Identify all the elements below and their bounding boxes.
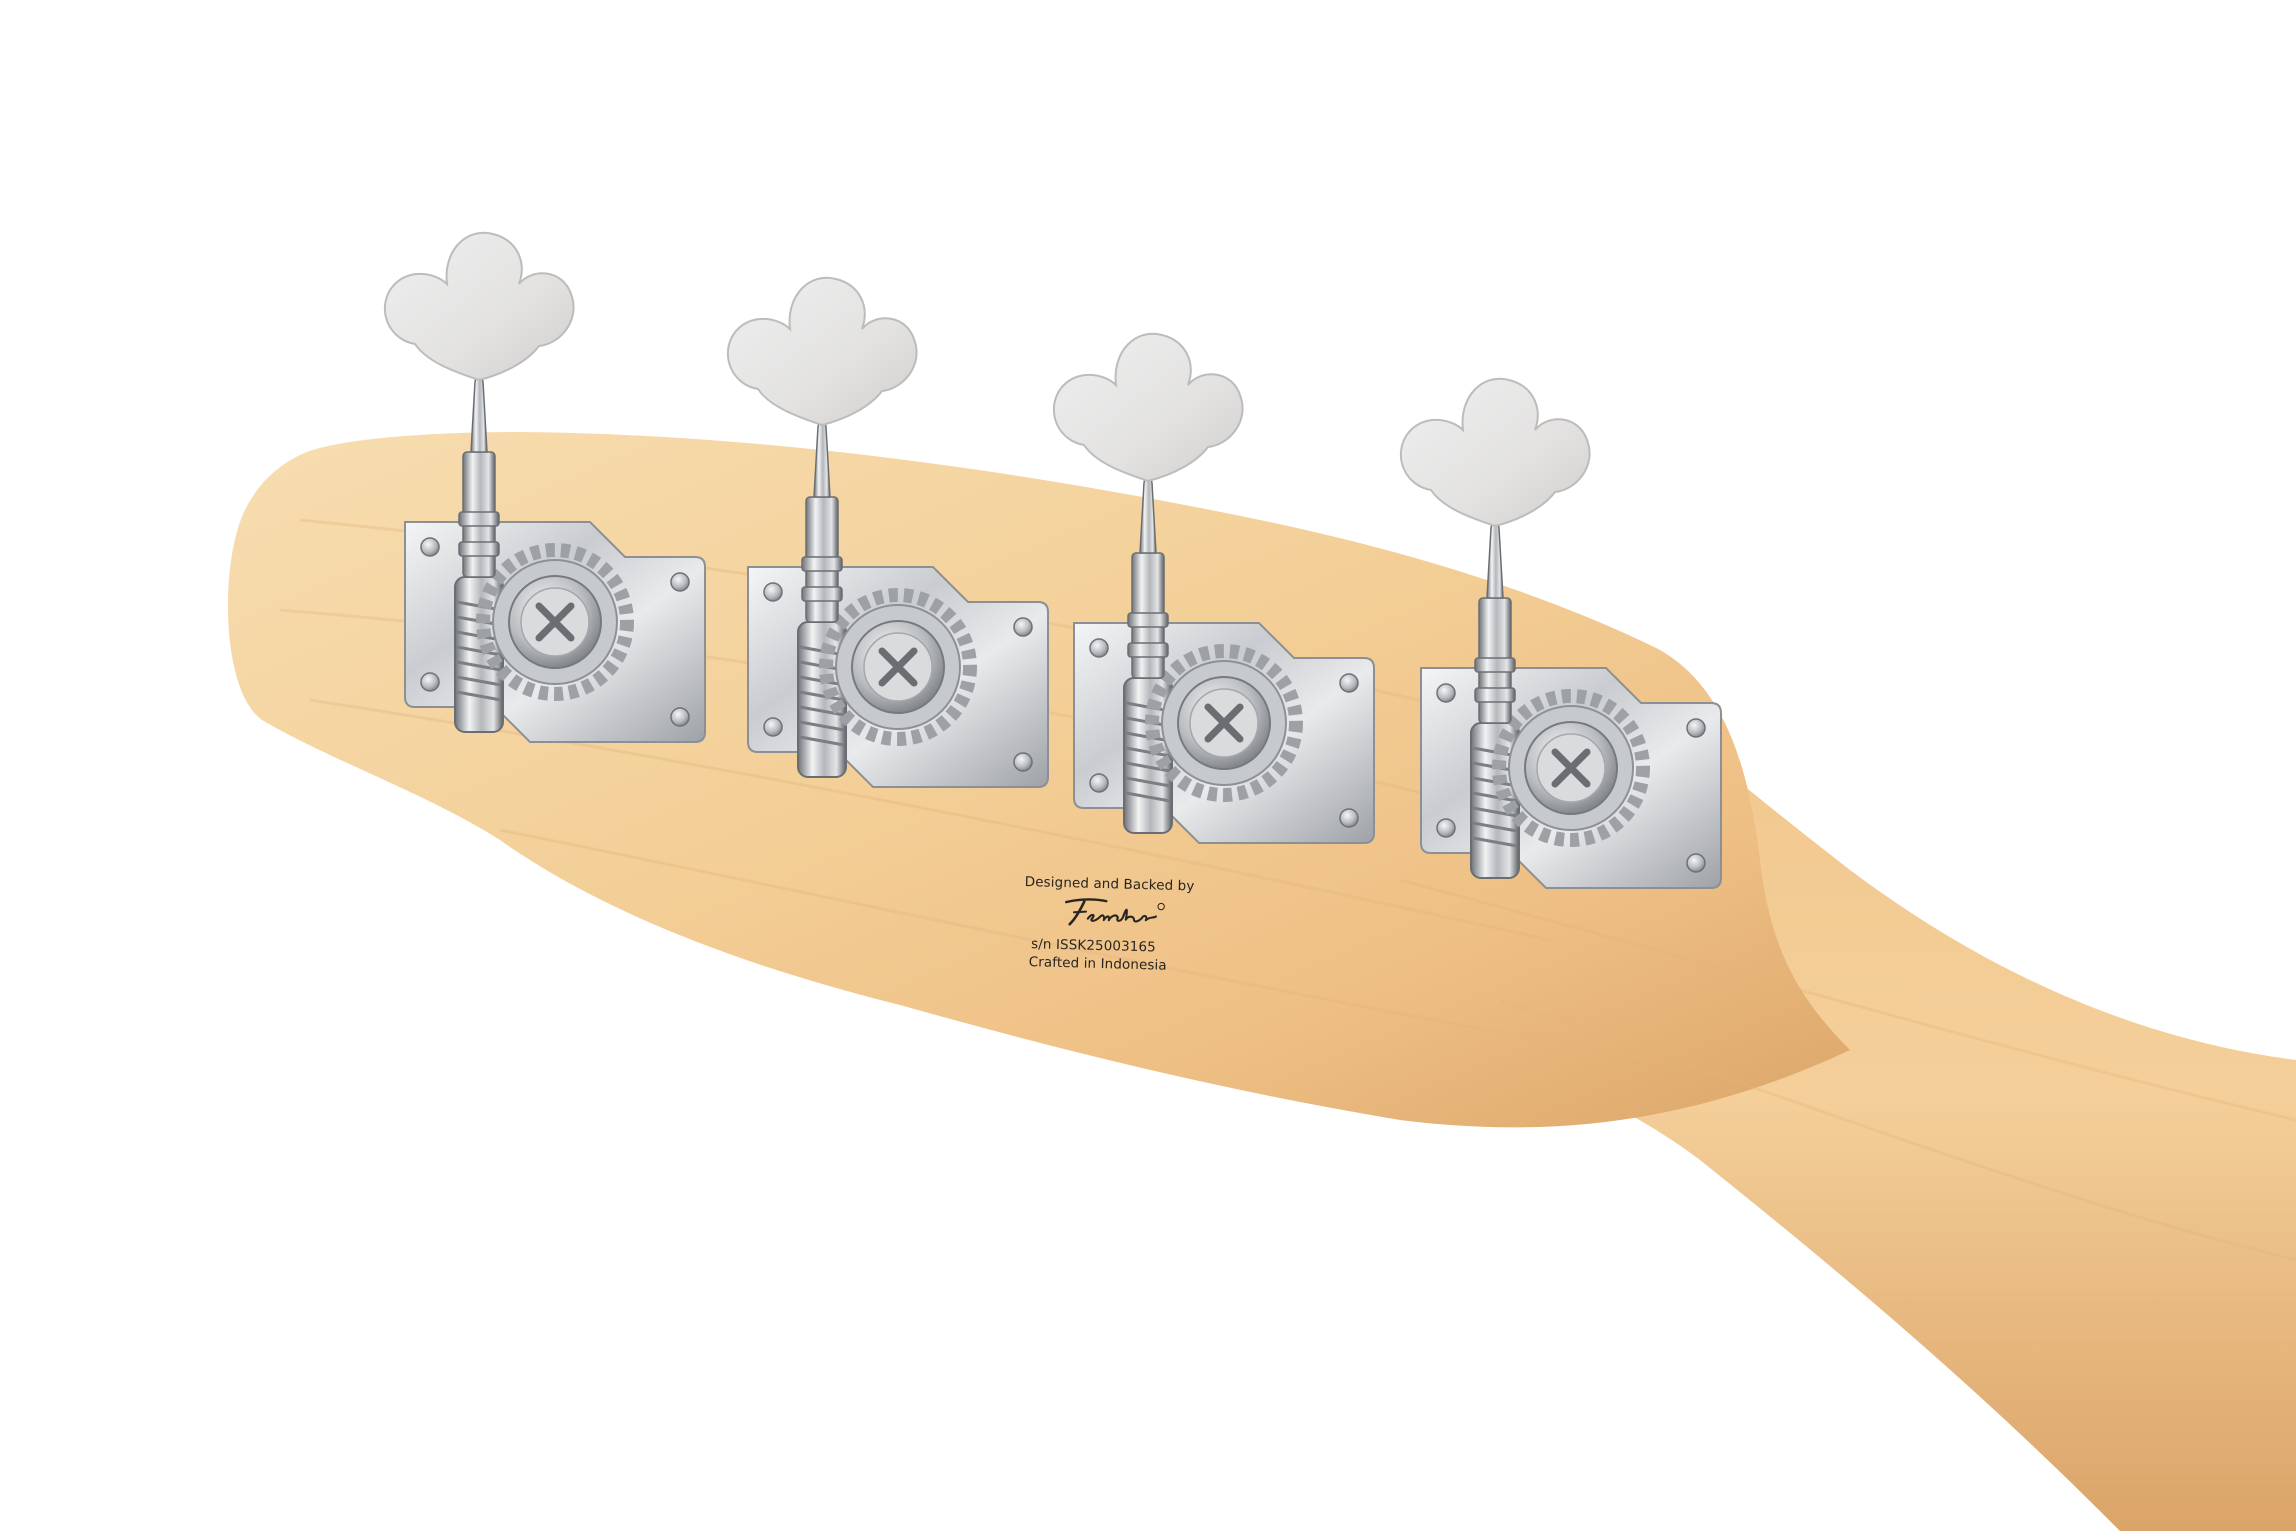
headstock-stamp: Designed and Backed by s/n ISSK25003165 … bbox=[1022, 873, 1254, 977]
fender-logo bbox=[1062, 892, 1255, 935]
